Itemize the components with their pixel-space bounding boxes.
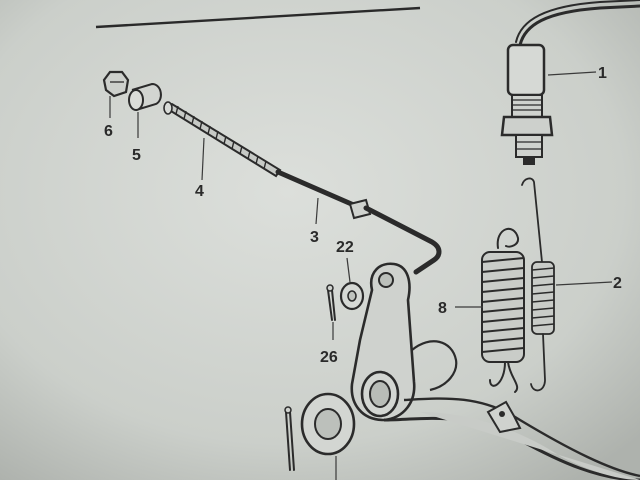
leader-22 bbox=[346, 257, 351, 283]
label-6: 6 bbox=[104, 123, 113, 140]
part-1-switch bbox=[500, 0, 640, 165]
label-3: 3 bbox=[310, 229, 319, 246]
leader-4 bbox=[201, 137, 205, 181]
label-26: 26 bbox=[320, 349, 338, 366]
label-2: 2 bbox=[613, 275, 622, 292]
part-lower-washer bbox=[300, 392, 356, 456]
leader-1 bbox=[547, 71, 597, 76]
part-22-washer bbox=[339, 281, 365, 311]
part-5-ferrule bbox=[128, 82, 162, 111]
label-22: 22 bbox=[336, 239, 354, 256]
part-26-pin bbox=[326, 284, 336, 321]
part-2-spring bbox=[521, 177, 555, 392]
leader-3 bbox=[315, 197, 319, 225]
label-8: 8 bbox=[438, 300, 447, 317]
leader-2 bbox=[555, 281, 613, 286]
part-lower-pin bbox=[284, 406, 295, 471]
header-rule bbox=[95, 6, 421, 29]
pedal-lever bbox=[350, 262, 640, 480]
label-4: 4 bbox=[195, 183, 204, 200]
part-4-threaded-rod bbox=[163, 101, 282, 178]
part-6-nut bbox=[102, 70, 130, 98]
part-3-rod bbox=[275, 169, 442, 275]
label-1: 1 bbox=[598, 65, 607, 82]
label-5: 5 bbox=[132, 147, 141, 164]
